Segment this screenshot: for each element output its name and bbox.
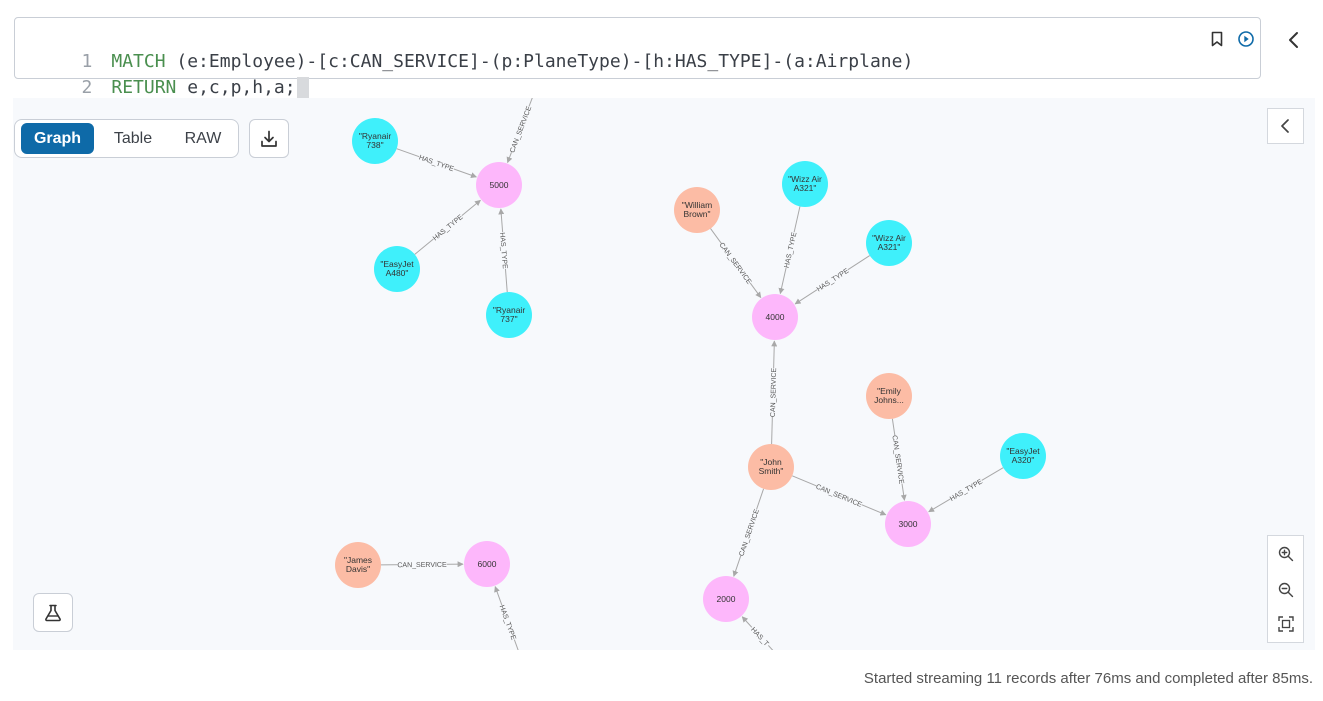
node-caption: 6000 — [478, 559, 497, 569]
query-editor[interactable]: 1 MATCH (e:Employee)-[c:CAN_SERVICE]-(p:P… — [14, 17, 1261, 99]
line-number: 1 — [81, 51, 93, 72]
chevron-left-icon — [1281, 119, 1289, 133]
fit-view-icon[interactable] — [1277, 615, 1295, 633]
zoom-in-icon[interactable] — [1277, 545, 1295, 563]
node-caption: 2000 — [717, 594, 736, 604]
relationship-label: CAN_SERVICE — [509, 105, 533, 154]
tab-raw[interactable]: RAW — [184, 130, 222, 147]
graph-node-plane-type[interactable]: 6000 — [464, 541, 510, 587]
zoom-out-icon[interactable] — [1277, 581, 1295, 599]
code-line-1[interactable]: 1 MATCH (e:Employee)-[c:CAN_SERVICE]-(p:P… — [15, 23, 914, 72]
download-button[interactable] — [249, 119, 289, 158]
zoom-controls — [1267, 535, 1304, 643]
node-caption: "EasyJet — [380, 259, 414, 269]
node-caption: A321" — [794, 183, 817, 193]
relationship-edge[interactable]: HAS_TYPE — [396, 148, 477, 178]
graph-node-plane-type[interactable]: 3000 — [885, 501, 931, 547]
tab-graph[interactable]: Graph — [21, 123, 94, 154]
relationship-label: HAS_TYPE — [418, 154, 455, 173]
line-number: 2 — [81, 77, 93, 98]
node-caption: "John — [760, 457, 782, 467]
keyword-return: RETURN — [111, 77, 177, 98]
code-line-2[interactable]: 2 RETURN e,c,p,h,a; — [15, 49, 309, 99]
relationship-edge[interactable]: HAS_T — [741, 616, 778, 650]
relationship-edge[interactable]: HAS_TYPE — [498, 208, 510, 293]
relationship-label: CAN_SERVICE — [718, 242, 753, 286]
chevron-left-icon[interactable] — [1283, 28, 1305, 52]
graph-node-plane-type[interactable]: 2000 — [703, 576, 749, 622]
node-caption: 3000 — [899, 519, 918, 529]
relationship-label: CAN_SERVICE — [770, 367, 778, 417]
text-cursor — [296, 77, 309, 99]
relationship-edge[interactable]: CAN_SERVICE — [767, 340, 778, 445]
node-caption: 4000 — [766, 312, 785, 322]
relationship-edge[interactable]: HAS_TYPE — [778, 206, 801, 295]
tab-table[interactable]: Table — [113, 130, 153, 147]
node-caption: 5000 — [490, 180, 509, 190]
relationship-edge[interactable]: CAN_SERVICE — [732, 488, 765, 577]
relationship-edge[interactable]: HAS_TYPE — [928, 467, 1004, 513]
node-caption: 737" — [500, 314, 517, 324]
node-caption: Johns... — [874, 395, 904, 405]
node-caption: Smith" — [759, 466, 784, 476]
status-message: Started streaming 11 records after 76ms … — [863, 670, 1313, 687]
node-caption: 738" — [366, 140, 383, 150]
download-icon — [261, 130, 277, 147]
node-caption: Davis" — [346, 564, 370, 574]
relationship-edge[interactable]: HAS_TYPE — [414, 199, 481, 255]
details-panel-toggle[interactable] — [1267, 108, 1304, 144]
relationship-edge[interactable]: CAN_SERVICE — [890, 418, 907, 501]
node-caption: "James — [344, 555, 372, 565]
relationship-label: CAN_SERVICE — [397, 562, 447, 569]
node-caption: A321" — [878, 242, 901, 252]
graph-node-employee[interactable]: "EmilyJohns... — [866, 373, 912, 419]
run-icon[interactable] — [1237, 30, 1255, 48]
relationship-label: HAS_TYPE — [498, 232, 508, 269]
keyword-match: MATCH — [111, 51, 166, 72]
relationship-label: HAS_TYPE — [816, 267, 851, 293]
node-caption: "Wizz Air — [788, 174, 822, 184]
node-caption: "Ryanair — [493, 305, 525, 315]
relationship-edge[interactable]: CAN_SERVICE — [792, 475, 887, 516]
node-caption: Brown" — [683, 209, 710, 219]
relationship-edge[interactable]: CAN_SERVICE — [710, 228, 762, 299]
view-toggle: Graph Table RAW — [14, 119, 239, 158]
relationship-edge[interactable]: CAN_SERVICE — [380, 559, 464, 569]
relationship-edge[interactable]: CAN_SERVICE — [506, 98, 533, 164]
graph-panel[interactable]: HAS_TYPE HAS_TYPE HAS_TYPE CAN_SERVICE CAN_S… — [13, 98, 1315, 650]
relationship-edge[interactable]: HAS_TYPE — [794, 255, 870, 305]
relationship-label: HAS_TYPE — [949, 478, 984, 503]
node-caption: "Emily — [877, 386, 902, 396]
flask-icon — [45, 604, 61, 622]
match-pattern: (e:Employee)-[c:CAN_SERVICE]-(p:PlaneTyp… — [165, 51, 914, 72]
node-caption: "EasyJet — [1006, 446, 1040, 456]
relationship-edge[interactable]: HAS_TYPE — [494, 586, 521, 650]
node-caption: A480" — [386, 268, 409, 278]
flask-button[interactable] — [33, 593, 73, 632]
graph-canvas[interactable]: HAS_TYPE HAS_TYPE HAS_TYPE CAN_SERVICE CAN_S… — [13, 98, 1315, 650]
relationship-label: HAS_TYPE — [498, 604, 517, 641]
node-caption: "William — [682, 200, 712, 210]
node-caption: "Ryanair — [359, 131, 391, 141]
node-caption: "Wizz Air — [872, 233, 906, 243]
node-caption: A320" — [1012, 455, 1035, 465]
return-list: e,c,p,h,a; — [176, 77, 296, 98]
bookmark-icon[interactable] — [1208, 30, 1226, 48]
relationship-label: CAN_SERVICE — [738, 508, 761, 557]
graph-node-plane-type[interactable]: 5000 — [476, 162, 522, 208]
relationship-label: HAS_TYPE — [432, 214, 465, 243]
relationship-label: CAN_SERVICE — [815, 484, 863, 510]
graph-node-plane-type[interactable]: 4000 — [752, 294, 798, 340]
